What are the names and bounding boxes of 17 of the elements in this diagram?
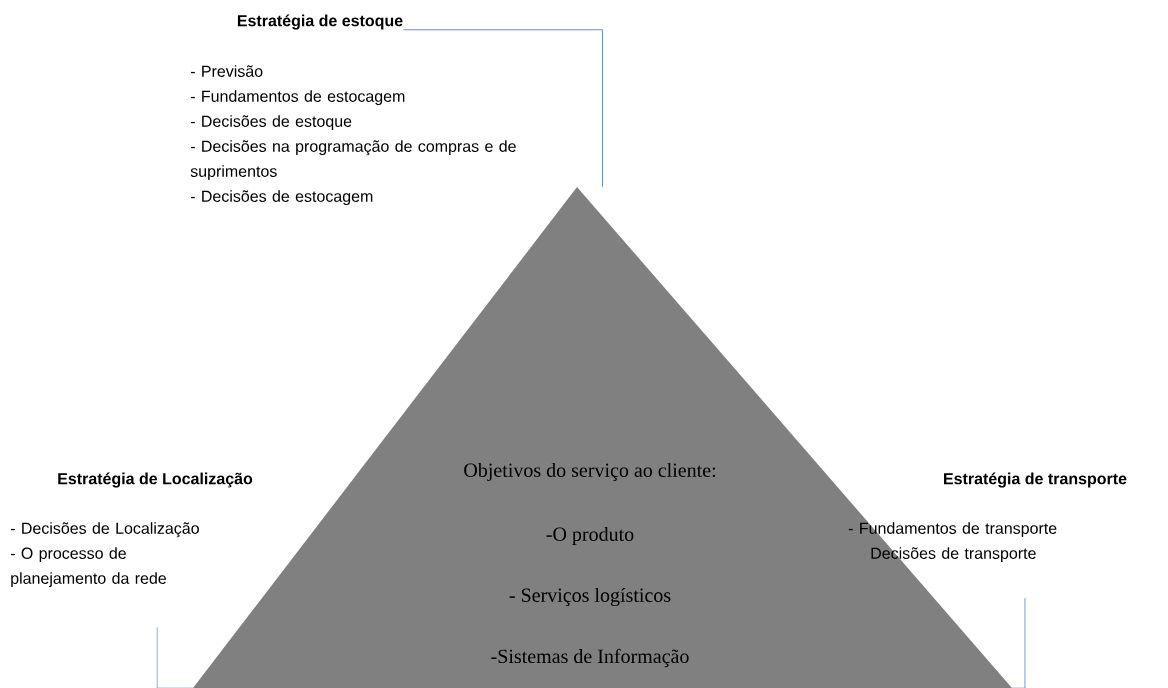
list-item: Decisões de transporte <box>871 547 1036 563</box>
objective-text: -Sistemas de Informação <box>491 648 689 668</box>
list-item: - Fundamentos de estocagem <box>190 90 405 106</box>
objective-text: Objetivos do serviço ao cliente: <box>464 462 716 482</box>
list-item: - Decisões de estocagem <box>190 190 373 206</box>
heading: Estratégia de estoque <box>237 14 403 30</box>
objective-text: - Serviços logísticos <box>509 587 671 607</box>
list-item: - Decisões de Localização <box>10 522 199 538</box>
list-item: - O processo de planejamento da rede <box>10 547 166 588</box>
objective-text: -O produto <box>546 526 634 546</box>
heading: Estratégia de transporte <box>944 472 1127 488</box>
heading: Estratégia de Localização <box>58 472 253 488</box>
list-item: - Decisões na programação de compras e de suprimentos <box>190 140 516 181</box>
connector-line <box>402 29 603 188</box>
list-item: - Decisões de estoque <box>190 115 352 131</box>
list-item: - Previsão <box>190 65 263 77</box>
list-item: - Fundamentos de transporte <box>848 522 1057 538</box>
